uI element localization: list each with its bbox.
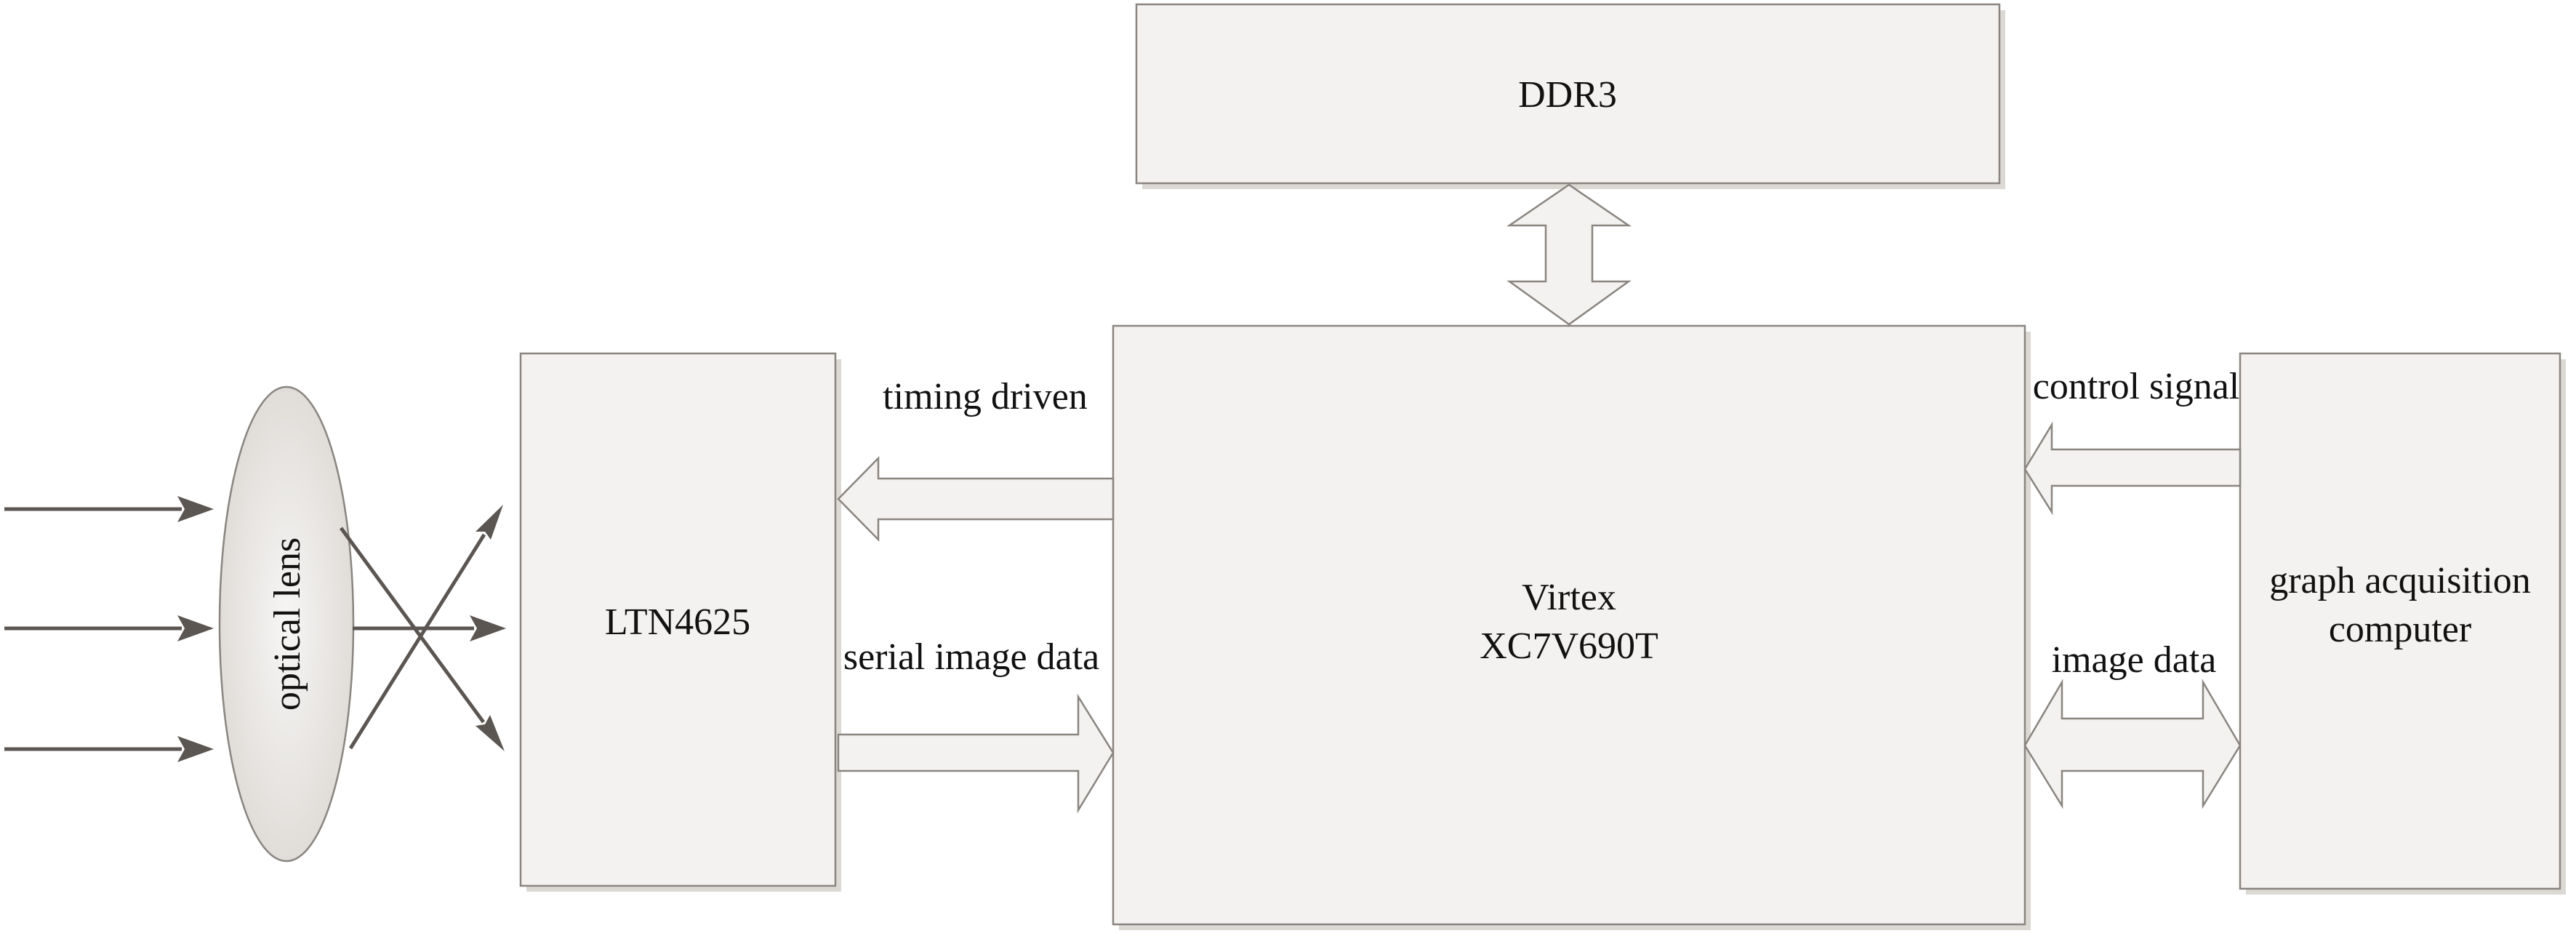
image-data-arrow bbox=[2023, 679, 2242, 809]
focused-ray-center-arrowhead bbox=[470, 615, 506, 641]
serial-image-data-connection: serial image data bbox=[837, 636, 1115, 814]
focused-light-rays bbox=[339, 505, 506, 751]
timing-driven-label: timing driven bbox=[883, 376, 1088, 417]
image-data-connection: image data bbox=[2023, 639, 2242, 809]
ddr3-label: DDR3 bbox=[1518, 74, 1617, 116]
light-ray-top-arrowhead bbox=[177, 496, 214, 522]
incoming-light-rays bbox=[4, 496, 214, 762]
computer-label-line2: computer bbox=[2329, 609, 2471, 650]
sensor-block: LTN4625 bbox=[519, 352, 841, 892]
control-signal-label: control signal bbox=[2033, 366, 2240, 407]
fpga-block: Virtex XC7V690T bbox=[1112, 324, 2031, 930]
fpga-part-label: XC7V690T bbox=[1480, 625, 1658, 667]
optical-lens: optical lens bbox=[218, 385, 355, 863]
ddr3-block: DDR3 bbox=[1135, 3, 2005, 189]
control-signal-arrow bbox=[2023, 421, 2242, 516]
focused-ray-down-arrowhead bbox=[476, 715, 505, 751]
control-signal-connection: control signal bbox=[2023, 366, 2242, 516]
light-ray-bottom-arrowhead bbox=[177, 736, 214, 762]
light-ray-middle-arrowhead bbox=[177, 615, 214, 641]
timing-driven-arrow bbox=[837, 455, 1115, 543]
computer-label-line1: graph acquisition bbox=[2269, 560, 2531, 601]
timing-driven-connection: timing driven bbox=[837, 376, 1115, 543]
focused-ray-down bbox=[339, 527, 486, 724]
fpga-name-label: Virtex bbox=[1522, 577, 1616, 618]
computer-block: graph acquisition computer bbox=[2239, 352, 2566, 895]
sensor-label: LTN4625 bbox=[605, 601, 750, 643]
optical-lens-label: optical lens bbox=[267, 537, 308, 711]
serial-image-data-label: serial image data bbox=[843, 636, 1099, 678]
ddr3-fpga-bus-arrow bbox=[1506, 183, 1632, 326]
focused-ray-up bbox=[348, 533, 486, 750]
focused-ray-up-arrowhead bbox=[476, 505, 503, 540]
serial-image-data-arrow bbox=[837, 693, 1115, 814]
image-data-label: image data bbox=[2052, 639, 2217, 681]
